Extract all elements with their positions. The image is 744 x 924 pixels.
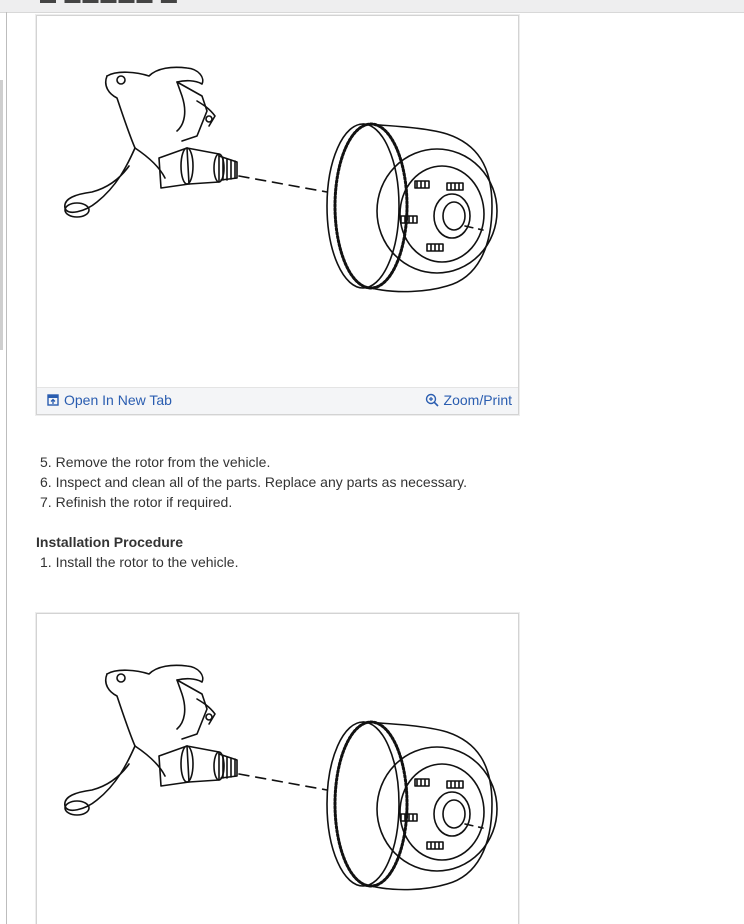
figure-rotor-installation	[36, 613, 519, 924]
scrollbar-track[interactable]	[0, 80, 3, 350]
rotor-knuckle-illustration[interactable]	[37, 16, 518, 388]
header-bar: ▬ ▬▬▬▬▬ ▬	[0, 0, 744, 13]
left-divider	[6, 12, 7, 924]
installation-steps-list: 1. Install the rotor to the vehicle.	[36, 552, 676, 572]
open-in-new-tab-link[interactable]: Open In New Tab	[47, 392, 172, 408]
page-title-stub: ▬ ▬▬▬▬▬ ▬	[40, 0, 179, 8]
list-item: 5. Remove the rotor from the vehicle.	[40, 454, 271, 470]
figure-rotor-removal: Open In New Tab Zoom/Print	[36, 15, 519, 415]
installation-heading: Installation Procedure	[36, 534, 184, 550]
procedure-text: 5. Remove the rotor from the vehicle. 6.…	[36, 452, 676, 572]
list-item: 1. Install the rotor to the vehicle.	[40, 554, 239, 570]
list-item: 6. Inspect and clean all of the parts. R…	[40, 474, 467, 490]
list-item: 7. Refinish the rotor if required.	[40, 494, 233, 510]
rotor-knuckle-illustration[interactable]	[37, 614, 518, 924]
open-in-new-tab-icon	[47, 394, 59, 406]
figure-toolbar: Open In New Tab Zoom/Print	[37, 387, 518, 414]
zoom-print-link[interactable]: Zoom/Print	[425, 392, 512, 408]
open-in-new-tab-label: Open In New Tab	[64, 392, 172, 408]
zoom-in-icon	[425, 393, 439, 407]
zoom-print-label: Zoom/Print	[443, 392, 512, 408]
removal-steps-list: 5. Remove the rotor from the vehicle. 6.…	[36, 452, 676, 512]
